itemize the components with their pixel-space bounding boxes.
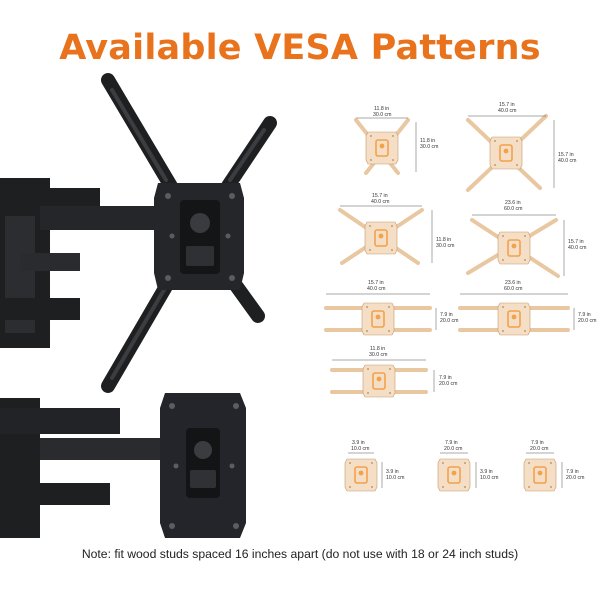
height-cm: 40.0 cm xyxy=(558,158,576,164)
width-cm: 40.0 cm xyxy=(367,286,385,292)
height-cm: 20.0 cm xyxy=(440,318,458,324)
width-cm: 60.0 cm xyxy=(504,206,522,212)
vesa-patterns-diagram: 11.8 in 30.0 cm 11.8 in 30.0 cm 15.7 in … xyxy=(324,102,596,492)
width-in: 15.7 in xyxy=(368,280,384,286)
pattern-23.6x15.7: 23.6 in 60.0 cm 15.7 in 40.0 cm xyxy=(504,200,586,251)
pattern-15.7x15.7: 15.7 in 40.0 cm 15.7 in 40.0 cm xyxy=(498,102,576,164)
full-motion-mount-small-image xyxy=(0,393,246,538)
page-title: Available VESA Patterns xyxy=(59,28,541,68)
height-cm: 10.0 cm xyxy=(386,475,404,481)
height-in: 7.9 in xyxy=(439,375,452,381)
width-cm: 20.0 cm xyxy=(444,446,462,452)
height-in: 15.7 in xyxy=(558,152,574,158)
pattern-11.8x7.9: 11.8 in 30.0 cm 7.9 in 20.0 cm xyxy=(369,346,457,387)
height-cm: 30.0 cm xyxy=(436,243,454,249)
width-in: 23.6 in xyxy=(505,280,521,286)
width-cm: 20.0 cm xyxy=(530,446,548,452)
width-cm: 60.0 cm xyxy=(504,286,522,292)
stud-spacing-note: Note: fit wood studs spaced 16 inches ap… xyxy=(81,547,519,561)
height-in: 11.8 in xyxy=(420,138,435,144)
height-cm: 20.0 cm xyxy=(578,318,596,324)
width-in: 11.8 in xyxy=(370,346,385,352)
height-in: 7.9 in xyxy=(440,312,453,318)
width-in: 15.7 in xyxy=(499,102,515,108)
width-in: 23.6 in xyxy=(505,200,521,206)
width-cm: 10.0 cm xyxy=(351,446,369,452)
dimension-lines xyxy=(326,115,575,488)
width-cm: 30.0 cm xyxy=(373,112,391,118)
width-cm: 30.0 cm xyxy=(369,352,387,358)
pattern-15.7x11.8: 15.7 in 40.0 cm 11.8 in 30.0 cm xyxy=(371,193,454,249)
height-in: 7.9 in xyxy=(566,469,579,475)
height-cm: 30.0 cm xyxy=(420,144,438,150)
height-in: 15.7 in xyxy=(568,239,584,245)
height-in: 3.9 in xyxy=(386,469,399,475)
pattern-arms xyxy=(324,114,570,394)
pattern-11.8x11.8: 11.8 in 30.0 cm 11.8 in 30.0 cm xyxy=(373,106,438,150)
width-in: 15.7 in xyxy=(372,193,388,199)
height-cm: 10.0 cm xyxy=(480,475,498,481)
height-in: 3.9 in xyxy=(480,469,493,475)
pattern-3.9x3.9: 3.9 in 10.0 cm 3.9 in 10.0 cm xyxy=(351,440,404,481)
full-motion-mount-large-image xyxy=(0,73,277,393)
pattern-23.6x7.9: 23.6 in 60.0 cm 7.9 in 20.0 cm xyxy=(504,280,596,324)
width-in: 3.9 in xyxy=(352,440,365,446)
height-in: 7.9 in xyxy=(578,312,591,318)
width-cm: 40.0 cm xyxy=(498,108,516,114)
width-cm: 40.0 cm xyxy=(371,199,389,205)
height-in: 11.8 in xyxy=(436,237,451,243)
height-cm: 40.0 cm xyxy=(568,245,586,251)
height-cm: 20.0 cm xyxy=(439,381,457,387)
pattern-7.9x7.9: 7.9 in 20.0 cm 7.9 in 20.0 cm xyxy=(530,440,584,481)
width-in: 11.8 in xyxy=(374,106,389,112)
width-in: 7.9 in xyxy=(445,440,458,446)
width-in: 7.9 in xyxy=(531,440,544,446)
height-cm: 20.0 cm xyxy=(566,475,584,481)
pattern-7.9x3.9: 7.9 in 20.0 cm 3.9 in 10.0 cm xyxy=(444,440,498,481)
pattern-15.7x7.9: 15.7 in 40.0 cm 7.9 in 20.0 cm xyxy=(367,280,458,324)
